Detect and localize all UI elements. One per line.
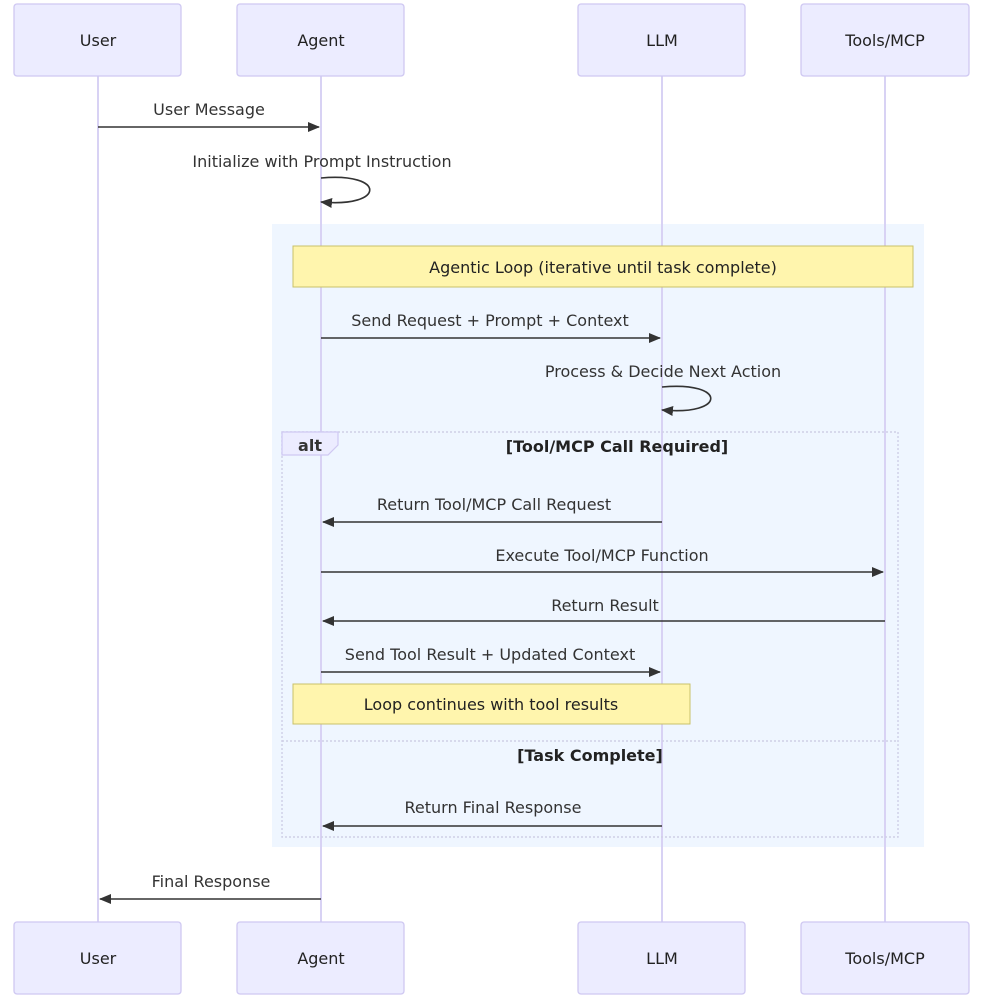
message-label: Send Tool Result + Updated Context (345, 645, 635, 664)
message-label: Return Tool/MCP Call Request (377, 495, 611, 514)
message-label: Execute Tool/MCP Function (495, 546, 708, 565)
message-send-request: Send Request + Prompt + Context (321, 311, 661, 343)
message-label: Return Final Response (405, 798, 582, 817)
actor-label: Tools/MCP (844, 949, 925, 968)
note-loop-continues: Loop continues with tool results (292, 683, 691, 725)
alt-condition: [Tool/MCP Call Required] (506, 437, 728, 456)
actor-agent-bottom: Agent (236, 921, 405, 995)
actor-label: LLM (646, 31, 678, 50)
actor-user-bottom: User (13, 921, 182, 995)
actor-user-top: User (13, 3, 182, 77)
actor-label: LLM (646, 949, 678, 968)
message-label: Final Response (152, 872, 271, 891)
message-label: Send Request + Prompt + Context (351, 311, 629, 330)
message-label: Process & Decide Next Action (545, 362, 781, 381)
note-agentic-loop: Agentic Loop (iterative until task compl… (292, 245, 914, 288)
alt-keyword: alt (298, 436, 322, 455)
actor-tools-top: Tools/MCP (800, 3, 970, 77)
message-return-result: Return Result (322, 596, 885, 626)
message-send-tool-result: Send Tool Result + Updated Context (321, 645, 661, 677)
actor-llm-bottom: LLM (577, 921, 746, 995)
message-initialize: Initialize with Prompt Instruction (192, 152, 452, 208)
message-process-decide: Process & Decide Next Action (545, 362, 781, 416)
message-final-response: Final Response (99, 872, 321, 904)
actor-llm-top: LLM (577, 3, 746, 77)
actor-label: Agent (297, 31, 344, 50)
actor-label: User (80, 31, 117, 50)
actor-agent-top: Agent (236, 3, 405, 77)
note-text: Loop continues with tool results (364, 695, 618, 714)
message-execute-tool: Execute Tool/MCP Function (321, 546, 884, 577)
alt-frame: alt [Tool/MCP Call Required] [Task Compl… (281, 431, 899, 838)
message-return-final-response: Return Final Response (322, 798, 662, 831)
actor-tools-bottom: Tools/MCP (800, 921, 970, 995)
loop-region (272, 224, 924, 847)
message-return-tool-call: Return Tool/MCP Call Request (322, 495, 662, 527)
actor-label: User (80, 949, 117, 968)
actor-label: Tools/MCP (844, 31, 925, 50)
message-label: Initialize with Prompt Instruction (192, 152, 451, 171)
alt-condition: [Task Complete] (517, 746, 663, 765)
message-label: User Message (153, 100, 265, 119)
message-user-message: User Message (98, 100, 320, 132)
message-label: Return Result (551, 596, 659, 615)
note-text: Agentic Loop (iterative until task compl… (429, 258, 777, 277)
actor-label: Agent (297, 949, 344, 968)
